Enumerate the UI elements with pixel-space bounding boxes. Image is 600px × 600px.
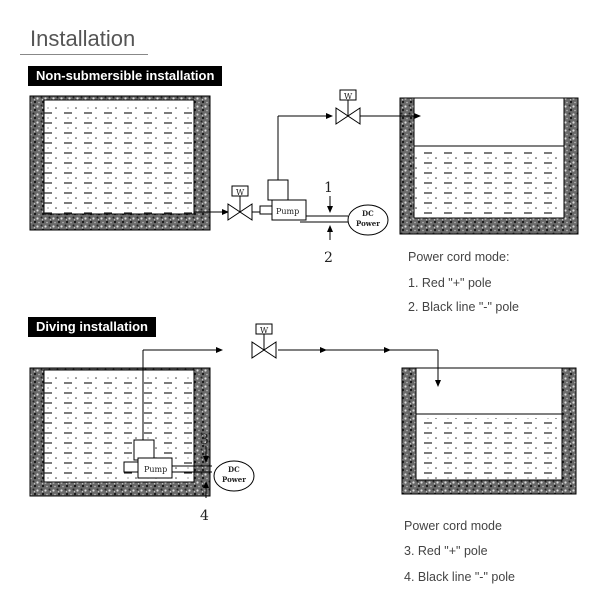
outlet-valve-label-1: W [344,92,353,101]
inlet-valve-1 [227,185,253,221]
outlet-valve-label-2: W [260,326,269,335]
pump-2 [123,439,173,479]
section-label-diving: Diving installation [28,317,156,337]
section-label-non-submersible: Non-submersible installation [28,66,223,86]
power-cord-item-4: 4. Black line "-" pole [404,570,516,584]
pipe-system-2 [142,347,441,473]
page-title: Installation [30,26,136,51]
wire-label-1: 1 [324,180,333,196]
pump-1 [259,179,307,221]
source-tank-2 [29,367,211,497]
wire-label-2: 2 [324,250,333,266]
power-cord-item-1: 1. Red "+" pole [408,276,492,290]
wire-label-4: 4 [200,508,209,524]
dc-power-label-2a: DC [228,465,240,474]
power-cord-heading-1: Power cord mode: [408,250,510,264]
target-tank-1 [399,97,579,235]
dc-power-label-1b: Power [356,219,380,228]
inlet-valve-label-1: W [236,188,245,197]
dc-power-label-1a: DC [362,209,374,218]
pump-label-2: Pump [144,465,167,474]
title-underline [20,54,148,55]
target-tank-2 [401,367,577,495]
power-cord-heading-2: Power cord mode [404,519,502,533]
pipe-system-1 [194,113,421,223]
dc-power-2 [213,460,255,492]
pump-label-1: Pump [276,207,299,216]
outlet-valve-2 [251,323,277,359]
source-tank-1 [29,95,211,231]
outlet-valve-1 [335,89,361,125]
wire-label-3: 3 [200,432,209,448]
power-cord-item-3: 3. Red "+" pole [404,544,488,558]
power-cord-item-2: 2. Black line "-" pole [408,300,520,314]
dc-power-label-2b: Power [222,475,246,484]
dc-power-1 [347,204,389,236]
